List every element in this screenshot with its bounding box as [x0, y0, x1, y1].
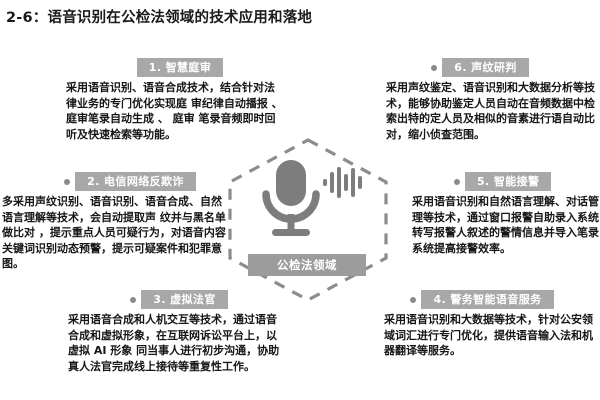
microphone-icon — [262, 160, 320, 236]
block-body-text: 采用语音识别、语音合成技术，结合针对法律业务的专门优化实现庭 审纪律自动播报 、… — [66, 81, 283, 141]
info-block-telecom-antifraud: 2. 电信网络反欺诈 多采用声纹识别、语音识别、语音合成、自然语言理解等技术，会… — [2, 172, 228, 272]
block-heading: 5. 智能接警 — [465, 172, 552, 191]
block-heading: 3. 虚拟法官 — [141, 290, 228, 309]
info-block-virtual-judge: 3. 虚拟法官 采用语音合成和人机交互等技术，通过语音合成和虚拟形象，在互联网诉… — [58, 290, 286, 374]
bullet-dot-icon — [130, 296, 137, 303]
info-block-smart-trial: 1. 智慧庭审 采用语音识别、语音合成技术，结合针对法律业务的专门优化实现庭 审… — [58, 58, 284, 142]
block-heading: 6. 声纹研判 — [442, 58, 529, 77]
block-header-row: 5. 智能接警 — [406, 172, 600, 191]
sound-wave-icon — [323, 167, 362, 198]
bullet-dot-icon — [454, 178, 460, 185]
dashed-hexagon-icon — [228, 138, 388, 302]
block-body-text: 多采用声纹识别、语音识别、语音合成、自然语言理解等技术，会自动提取声 纹并与黑名… — [2, 195, 226, 270]
bullet-dot-icon — [431, 64, 438, 71]
block-header-row: 3. 虚拟法官 — [58, 290, 286, 309]
block-header-row: 4. 警务智能语音服务 — [376, 290, 598, 309]
block-body-text: 采用语音识别和自然语言理解、对话管理等技术，通过窗口报警自助录入系统转写报警人叙… — [412, 195, 599, 255]
center-domain-label: 公检法领域 — [248, 254, 366, 276]
center-hexagon-group: 公检法领域 — [222, 136, 394, 304]
bullet-dot-icon — [64, 178, 71, 185]
block-header-row: 6. 声纹研判 — [378, 58, 596, 77]
page-title: 2-6：语音识别在公检法领域的技术应用和落地 — [6, 10, 313, 26]
block-heading: 4. 警务智能语音服务 — [421, 290, 554, 309]
block-body-text: 采用声纹鉴定、语音识别和大数据分析等技术，能够协助鉴定人员自动在音频数据中检索出… — [386, 81, 595, 141]
info-block-smart-alarm-reception: 5. 智能接警 采用语音识别和自然语言理解、对话管理等技术，通过窗口报警自助录入… — [406, 172, 600, 256]
block-body-text: 采用语音识别和大数据等技术，针对公安领域词汇进行专门优化，提供语音输入法和机器翻… — [384, 313, 593, 357]
block-heading: 2. 电信网络反欺诈 — [75, 172, 196, 191]
block-header-row: 1. 智慧庭审 — [58, 58, 284, 77]
block-heading: 1. 智慧庭审 — [136, 58, 224, 77]
block-header-row: 2. 电信网络反欺诈 — [2, 172, 228, 191]
info-block-police-voice-service: 4. 警务智能语音服务 采用语音识别和大数据等技术，针对公安领域词汇进行专门优化… — [376, 290, 598, 359]
block-body-text: 采用语音合成和人机交互等技术，通过语音合成和虚拟形象，在互联网诉讼平台上，以虚拟… — [68, 313, 280, 373]
bullet-dot-icon — [410, 296, 417, 303]
info-block-voiceprint-analysis: 6. 声纹研判 采用声纹鉴定、语音识别和大数据分析等技术，能够协助鉴定人员自动在… — [378, 58, 596, 142]
